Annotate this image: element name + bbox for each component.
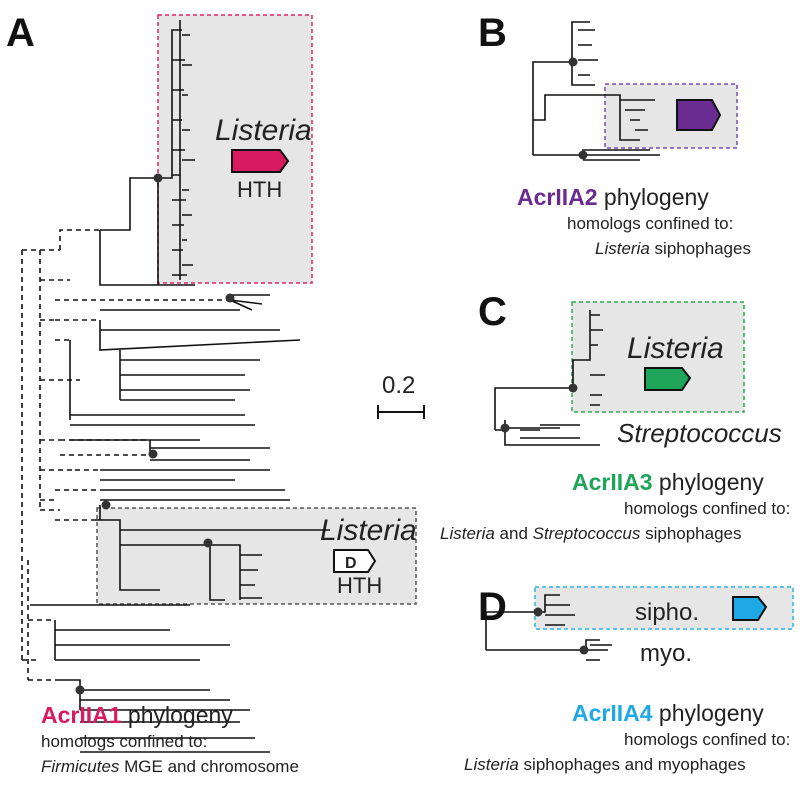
panel-d-caption-rest3: siphophages and myophages: [519, 755, 746, 774]
panel-d-caption-title: AcrIIA4 phylogeny: [572, 700, 764, 726]
panel-b-caption-line3: Listeria siphophages: [595, 239, 751, 258]
panel-a-box2-genus: Listeria: [320, 514, 417, 547]
panel-b-gene-arrow: [676, 99, 722, 131]
panel-a-caption-line2: homologs confined to:: [41, 732, 207, 751]
panel-c-caption-title: AcrIIA3 phylogeny: [572, 469, 764, 495]
panel-a-caption-rest3: MGE and chromosome: [119, 757, 299, 776]
panel-c-box-genus: Listeria: [627, 332, 724, 365]
panel-a-gene-arrow-1: [231, 149, 290, 173]
panel-a-label: A: [6, 11, 35, 55]
panel-a-caption-italic: Firmicutes: [41, 757, 120, 776]
panel-d-protein-name: AcrIIA4: [572, 700, 653, 726]
panel-b-label: B: [478, 11, 507, 55]
panel-b-caption-line2: homologs confined to:: [567, 214, 733, 233]
panel-c-protein-name: AcrIIA3: [572, 469, 653, 495]
panel-c-caption-rest3: siphophages: [640, 524, 741, 543]
panel-d-outside-label: myo.: [640, 640, 692, 667]
panel-c-caption-mid: and: [495, 524, 533, 543]
panel-c-caption-line2: homologs confined to:: [624, 499, 790, 518]
panel-d-caption-line3: Listeria siphophages and myophages: [464, 755, 746, 774]
panel-b-caption-title: AcrIIA2 phylogeny: [517, 184, 709, 210]
panel-d-label: D: [478, 585, 507, 629]
panel-d-tree: [485, 594, 612, 661]
panel-c-label: C: [478, 290, 507, 334]
panel-c-caption-line3: Listeria and Streptococcus siphophages: [440, 524, 742, 543]
panel-c-gene-arrow: [644, 367, 692, 391]
panel-c-tree: [494, 310, 605, 446]
panel-b-protein-name: AcrIIA2: [517, 184, 598, 210]
panel-a-gene-arrow-2: [333, 549, 377, 573]
panel-a-box1-gene-label: HTH: [237, 177, 282, 202]
panel-a-box2-gene-label: HTH: [337, 573, 382, 598]
panel-d-gene-arrow: [732, 596, 768, 621]
scale-bar: [377, 405, 425, 419]
panel-b-tree: [532, 21, 660, 161]
panel-a-tree: [21, 20, 330, 753]
panel-a-caption-line3: Firmicutes MGE and chromosome: [41, 757, 299, 776]
scale-bar-label: 0.2: [382, 372, 415, 399]
panel-b-caption-rest: phylogeny: [598, 184, 710, 210]
panel-b-caption-rest3: siphophages: [650, 239, 751, 258]
panel-c-caption-italic1: Listeria: [440, 524, 495, 543]
panel-d-caption-rest: phylogeny: [653, 700, 765, 726]
panel-d-caption-italic: Listeria: [464, 755, 519, 774]
panel-c-outside-genus: Streptococcus: [617, 418, 782, 448]
panel-d-box-label: sipho.: [635, 599, 699, 626]
panel-d-caption-line2: homologs confined to:: [624, 730, 790, 749]
panel-c-caption-italic2: Streptococcus: [533, 524, 641, 543]
panel-a-protein-name: AcrIIA1: [41, 702, 122, 728]
panel-a-domain-letter: D: [345, 555, 357, 572]
panel-c-listeria-box: [571, 301, 745, 413]
panel-a-caption-rest: phylogeny: [122, 702, 234, 728]
panel-b-caption-italic: Listeria: [595, 239, 650, 258]
panel-a-caption-title: AcrIIA1 phylogeny: [41, 702, 233, 728]
panel-a-box1-genus: Listeria: [215, 114, 312, 147]
panel-c-caption-rest: phylogeny: [653, 469, 765, 495]
